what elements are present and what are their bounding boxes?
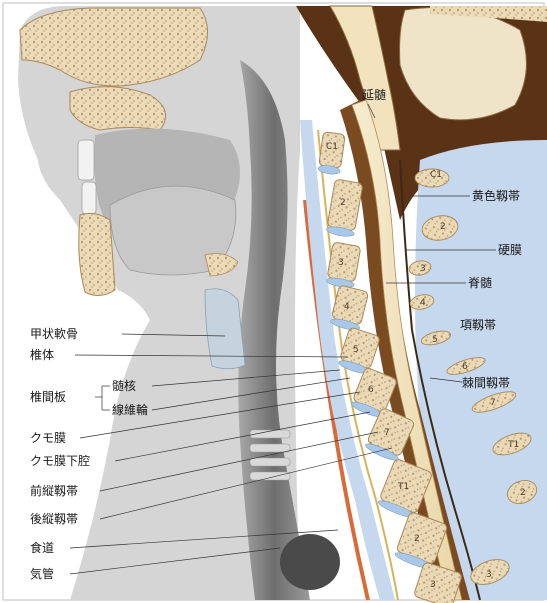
vertebra-number-c7: 7 [384, 428, 390, 438]
vertebra-number-c6: 6 [368, 385, 374, 395]
lower-tooth [82, 182, 96, 214]
spinous-number-4: 4 [420, 298, 426, 308]
label-arachnoid: クモ膜 [30, 431, 66, 445]
label-ligamentum-flavum: 黄色靱帯 [472, 189, 520, 203]
label-annulus-fibrosus: 線維輪 [112, 403, 148, 417]
vertebra-number-c1: C1 [326, 142, 338, 152]
vertebra-number-t2: 2 [414, 534, 420, 544]
mandible-bone [79, 213, 115, 295]
vertebra-number-c5: 5 [353, 345, 359, 355]
vertebral-body-shape [327, 242, 361, 282]
label-medulla-oblongata: 延髄 [362, 88, 386, 102]
label-dura-mater: 硬膜 [498, 243, 522, 257]
label-vertebral-body: 椎体 [30, 348, 54, 362]
spinous-number-t2: 2 [520, 488, 526, 498]
upper-tooth [78, 140, 94, 180]
spinous-number-t3: 3 [486, 570, 492, 580]
label-intervertebral-disc: 椎間板 [30, 390, 66, 404]
label-thyroid-cartilage: 甲状軟骨 [30, 327, 78, 341]
label-subarachnoid-space: クモ膜下腔 [30, 454, 90, 468]
label-trachea: 気管 [30, 567, 54, 581]
vertebra-number-t1: T1 [398, 482, 409, 492]
vertebra-number-c2: 2 [340, 198, 346, 208]
vertebra-number-c4: 4 [344, 302, 350, 312]
vertebra-number-c3: 3 [338, 258, 344, 268]
vertebra-number-t3: 3 [430, 580, 436, 590]
label-anterior-longitudinal-ligament: 前縦靱帯 [30, 484, 78, 498]
spinous-number-6: 6 [462, 362, 468, 372]
spinous-number-7: 7 [490, 398, 496, 408]
label-nuchal-ligament: 項靱帯 [460, 318, 496, 332]
label-esophagus: 食道 [30, 541, 54, 555]
label-interspinous-ligament: 棘間靱帯 [462, 376, 510, 390]
spinous-number-t1: T1 [508, 440, 519, 450]
spinous-number-2: 2 [440, 222, 446, 232]
spinous-number-c1: C1 [430, 170, 442, 180]
label-spinal-cord: 脊髄 [468, 276, 492, 290]
spinous-number-5: 5 [432, 335, 438, 345]
thyroid-gland [280, 534, 340, 590]
spinous-number-3: 3 [420, 264, 426, 274]
label-nucleus-pulposus: 髄核 [112, 379, 136, 393]
label-posterior-longitudinal-ligament: 後縦靱帯 [30, 512, 78, 526]
